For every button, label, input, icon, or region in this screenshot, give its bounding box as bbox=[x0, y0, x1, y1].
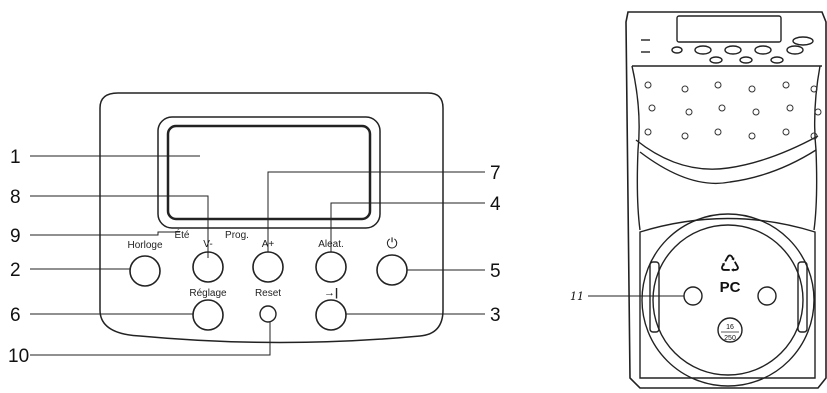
power-button[interactable] bbox=[376, 254, 408, 286]
a-plus-button[interactable] bbox=[252, 251, 284, 283]
device-key[interactable] bbox=[709, 56, 723, 64]
recycle-icon: ♺ bbox=[719, 250, 741, 278]
reset-button[interactable] bbox=[259, 305, 277, 323]
vent-dot bbox=[748, 132, 756, 140]
rating-top: 16 bbox=[726, 324, 734, 331]
vent-dot bbox=[782, 128, 790, 136]
vent-dot bbox=[644, 81, 652, 89]
device-key[interactable] bbox=[694, 45, 712, 55]
callout-8: 8 bbox=[10, 187, 21, 208]
rating-bottom: 250 bbox=[724, 335, 736, 342]
device-key[interactable] bbox=[754, 45, 772, 55]
vent-dot bbox=[714, 128, 722, 136]
callout-6: 6 bbox=[10, 305, 21, 326]
vent-dot bbox=[810, 85, 818, 93]
vent-dot bbox=[681, 132, 689, 140]
vent-dot bbox=[748, 85, 756, 93]
device-housing bbox=[588, 11, 827, 389]
reglage-button[interactable] bbox=[192, 299, 224, 331]
vent-dot bbox=[714, 81, 722, 89]
vent-dot bbox=[786, 104, 794, 112]
callout-2: 2 bbox=[10, 260, 21, 281]
aleat-button[interactable] bbox=[315, 251, 347, 283]
vent-dot bbox=[752, 108, 760, 116]
socket-outer bbox=[641, 213, 815, 387]
vent-dot bbox=[648, 104, 656, 112]
vent-dot bbox=[782, 81, 790, 89]
vent-dot bbox=[685, 108, 693, 116]
device-key[interactable] bbox=[671, 46, 683, 54]
rating-circle bbox=[717, 317, 743, 343]
device-key[interactable] bbox=[724, 45, 742, 55]
prog-label: Prog. bbox=[225, 230, 249, 241]
control-panel: Horloge Été Prog. V- A+ Aleat. ⏻ Réglage… bbox=[99, 92, 444, 344]
device-key[interactable] bbox=[792, 36, 814, 46]
callout-11: 11 bbox=[570, 290, 584, 303]
material-label: PC bbox=[720, 279, 741, 296]
callout-10: 10 bbox=[8, 346, 29, 367]
reset-label: Reset bbox=[255, 288, 281, 299]
callout-numbers: 1 8 9 2 6 10 7 4 5 3 bbox=[8, 147, 501, 367]
reglage-label: Réglage bbox=[189, 288, 227, 299]
socket-inner bbox=[652, 224, 804, 376]
callout-3: 3 bbox=[490, 305, 501, 326]
vent-dot bbox=[814, 108, 822, 116]
callout-7: 7 bbox=[490, 163, 501, 184]
horloge-label: Horloge bbox=[127, 240, 162, 251]
callout-5: 5 bbox=[490, 261, 501, 282]
vent-dot-field bbox=[644, 81, 822, 140]
device-key[interactable] bbox=[739, 56, 753, 64]
device-key[interactable] bbox=[770, 56, 784, 64]
callout-4: 4 bbox=[490, 194, 501, 215]
vent-dot bbox=[644, 128, 652, 136]
panel-outline bbox=[99, 92, 444, 344]
skip-icon: →| bbox=[324, 287, 338, 299]
callout-9: 9 bbox=[10, 226, 21, 247]
horloge-button[interactable] bbox=[129, 255, 161, 287]
pin-hole-right bbox=[757, 286, 777, 306]
ete-label: Été bbox=[174, 228, 189, 241]
power-icon: ⏻ bbox=[386, 235, 397, 251]
pin-hole-left bbox=[683, 286, 703, 306]
device-key[interactable] bbox=[786, 45, 804, 55]
vent-dot bbox=[681, 85, 689, 93]
device-display bbox=[676, 15, 782, 43]
vent-dot bbox=[718, 104, 726, 112]
vent-dot bbox=[810, 132, 818, 140]
leader-lines bbox=[30, 155, 485, 356]
callout-1: 1 bbox=[10, 147, 21, 168]
skip-button[interactable] bbox=[315, 299, 347, 331]
